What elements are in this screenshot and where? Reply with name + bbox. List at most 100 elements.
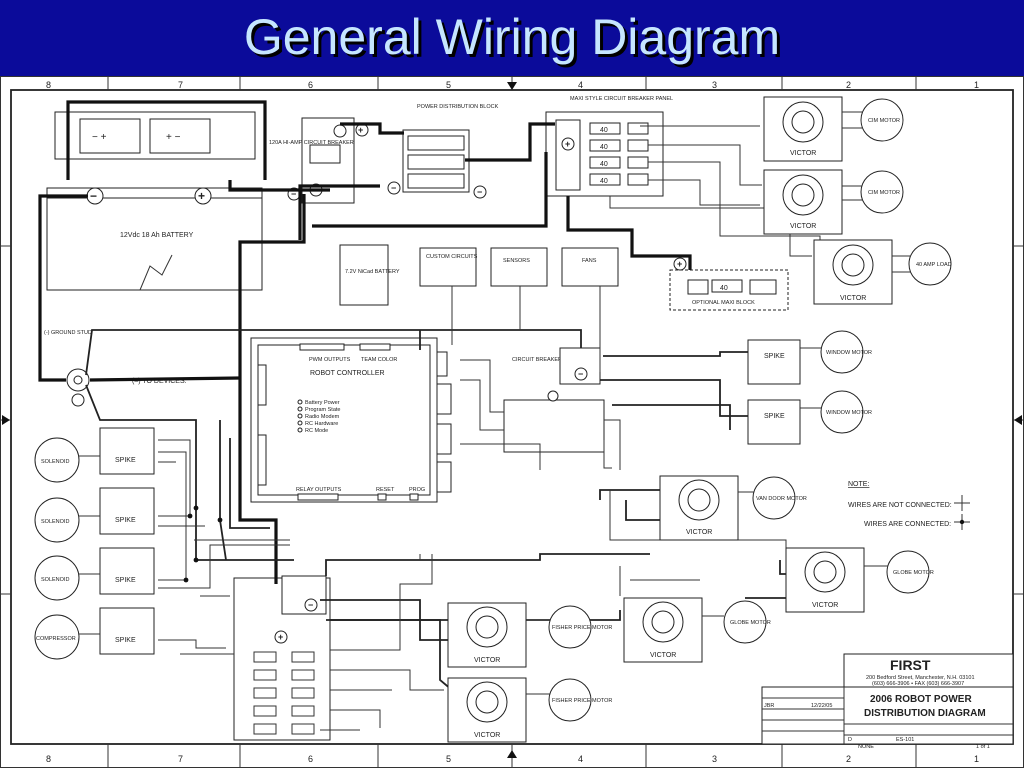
maxi-fuse-label: 40 bbox=[600, 127, 608, 134]
svg-text:+: + bbox=[358, 125, 363, 135]
window-motor-label: WINDOW MOTOR bbox=[826, 410, 872, 416]
compressor: COMPRESSOR bbox=[34, 614, 80, 660]
maxi-fuse-label: 40 bbox=[600, 178, 608, 185]
optional-maxi-block: 40 OPTIONAL MAXI BLOCK + bbox=[669, 257, 789, 311]
load-label: 40 AMP LOAD bbox=[916, 262, 952, 268]
connected-label: WIRES ARE CONNECTED: bbox=[864, 521, 951, 528]
spike-label: SPIKE bbox=[115, 637, 136, 644]
circuit-breaker-panel-bottom: CIRCUIT BREAKER PANEL − + bbox=[233, 575, 331, 741]
svg-text:+: + bbox=[677, 259, 682, 269]
compressor-label: COMPRESSOR bbox=[36, 636, 76, 642]
victor-label: VICTOR bbox=[474, 657, 500, 664]
prog-label: PROG bbox=[409, 487, 425, 493]
ground-stud-label: (-) GROUND STUD bbox=[44, 330, 92, 336]
nicad-label: 7.2V NiCad BATTERY bbox=[345, 269, 400, 275]
spike-relay: SPIKE bbox=[99, 487, 155, 535]
svg-text:− +: − + bbox=[92, 132, 107, 143]
led-label: Radio Modem bbox=[305, 414, 340, 420]
zone-label: 7 bbox=[178, 754, 183, 764]
victor-controller: VICTOR bbox=[447, 602, 527, 668]
circuit-breaker-panel-mid: CIRCUIT BREAKER PANEL − bbox=[503, 347, 605, 453]
victor-controller: VICTOR bbox=[763, 169, 843, 235]
svg-text:+ −: + − bbox=[166, 132, 181, 143]
fans-label: FANS bbox=[582, 258, 597, 264]
zone-label: 1 bbox=[974, 80, 979, 90]
fisher-price-label: FISHER PRICE MOTOR bbox=[552, 625, 612, 631]
main-breaker-label: 120A HI-AMP CIRCUIT BREAKER bbox=[269, 140, 354, 146]
team-color-label: TEAM COLOR bbox=[361, 357, 397, 363]
title-block-title-2: DISTRIBUTION DIAGRAM bbox=[864, 708, 986, 719]
main-power-wires bbox=[38, 100, 692, 584]
victor-label: VICTOR bbox=[790, 150, 816, 157]
spike-relay: SPIKE bbox=[747, 399, 801, 445]
size-value: D bbox=[848, 737, 852, 743]
title-block-phone: (603) 666-3906 • FAX (603) 666-3907 bbox=[872, 681, 964, 687]
zone-label: 7 bbox=[178, 80, 183, 90]
victor-label: VICTOR bbox=[474, 732, 500, 739]
solenoid: SOLENOID bbox=[34, 555, 80, 601]
scale-value: NONE bbox=[858, 744, 874, 750]
fisher-price-motor: FISHER PRICE MOTOR bbox=[548, 605, 612, 649]
solenoid: SOLENOID bbox=[34, 437, 80, 483]
maxi-fuse-label: 40 bbox=[600, 144, 608, 151]
slide-header: General Wiring Diagram bbox=[0, 0, 1024, 76]
svg-text:−: − bbox=[90, 189, 97, 203]
victor-controller: VICTOR bbox=[763, 96, 843, 162]
zone-label: 4 bbox=[578, 80, 583, 90]
relay-outputs-label: RELAY OUTPUTS bbox=[296, 487, 342, 493]
globe-motor-label: GLOBE MOTOR bbox=[730, 620, 771, 626]
zone-label: 5 bbox=[446, 80, 451, 90]
battery-positive-terminal-icon bbox=[194, 187, 212, 205]
sensors-label: SENSORS bbox=[503, 258, 530, 264]
zone-label: 8 bbox=[46, 754, 51, 764]
cim-motor: CIM MOTOR bbox=[860, 98, 904, 142]
zone-label: 3 bbox=[712, 754, 717, 764]
zone-label: 5 bbox=[446, 754, 451, 764]
maxi-panel-label: MAXI STYLE CIRCUIT BREAKER PANEL bbox=[570, 96, 673, 102]
led-label: RC Mode bbox=[305, 428, 328, 434]
zone-ticks bbox=[0, 76, 1024, 768]
victor-controller: VICTOR bbox=[813, 239, 893, 305]
center-mark-bottom bbox=[507, 750, 517, 758]
nicad-battery: 7.2V NiCad BATTERY bbox=[339, 244, 400, 306]
fisher-price-label: FISHER PRICE MOTOR bbox=[552, 698, 612, 704]
fisher-price-motor: FISHER PRICE MOTOR bbox=[548, 678, 612, 722]
note-label: NOTE: bbox=[848, 481, 869, 488]
cim-motor-label: CIM MOTOR bbox=[868, 190, 900, 196]
drawing-no-value: ES-101 bbox=[896, 737, 914, 743]
wiring-diagram-sheet: 8 7 6 5 4 3 2 1 8 7 6 5 4 3 2 1 12Vdc 18… bbox=[0, 76, 1024, 768]
victor-label: VICTOR bbox=[650, 652, 676, 659]
spike-label: SPIKE bbox=[115, 577, 136, 584]
svg-text:−: − bbox=[391, 183, 396, 193]
spike-relay: SPIKE bbox=[747, 339, 801, 385]
fans-box: FANS bbox=[561, 247, 619, 287]
van-door-label: VAN DOOR MOTOR bbox=[756, 496, 807, 502]
title-block-brand: FIRST bbox=[890, 657, 931, 673]
globe-motor: GLOBE MOTOR bbox=[723, 600, 771, 644]
drawn-by-value: JBR bbox=[764, 703, 774, 709]
solenoid-label: SOLENOID bbox=[41, 459, 69, 465]
victor-label: VICTOR bbox=[812, 602, 838, 609]
solenoid: SOLENOID bbox=[34, 497, 80, 543]
svg-text:−: − bbox=[291, 189, 296, 199]
window-motor: WINDOW MOTOR bbox=[820, 330, 872, 374]
sensors-box: SENSORS bbox=[490, 247, 548, 287]
zone-labels-top: 8 7 6 5 4 3 2 1 bbox=[46, 80, 979, 90]
spike-label: SPIKE bbox=[764, 353, 785, 360]
zone-label: 1 bbox=[974, 754, 979, 764]
zone-label: 8 bbox=[46, 80, 51, 90]
zone-labels-bottom: 8 7 6 5 4 3 2 1 bbox=[46, 754, 979, 764]
zone-label: 2 bbox=[846, 754, 851, 764]
zone-label: 2 bbox=[846, 80, 851, 90]
power-distribution-block: POWER DISTRIBUTION BLOCK − − bbox=[387, 104, 499, 199]
center-mark-top bbox=[507, 82, 517, 90]
svg-text:+: + bbox=[198, 189, 205, 203]
zone-label: 6 bbox=[308, 80, 313, 90]
amp-load: 40 AMP LOAD bbox=[908, 242, 952, 286]
svg-text:−: − bbox=[477, 187, 482, 197]
led-label: Battery Power bbox=[305, 400, 340, 406]
cim-motor: CIM MOTOR bbox=[860, 170, 904, 214]
led-label: Program State bbox=[305, 407, 340, 413]
custom-label: CUSTOM CIRCUITS bbox=[426, 254, 478, 260]
victor-controller: VICTOR bbox=[623, 597, 703, 663]
